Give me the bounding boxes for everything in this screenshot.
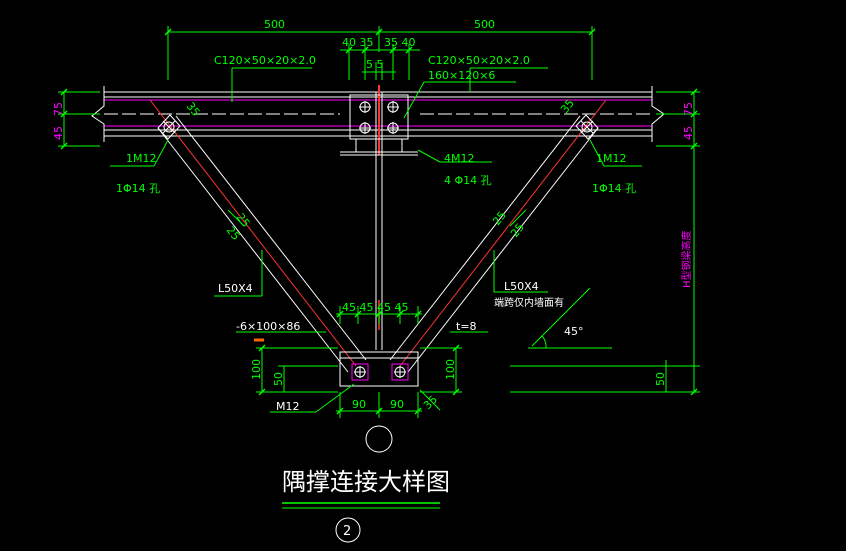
- dim-right-75: 75: [682, 102, 695, 116]
- top-bolt-holes: [359, 101, 399, 134]
- detail-number-circle: [335, 517, 361, 543]
- dimension-ticks: [60, 28, 698, 415]
- label-beam-height: H型钢梁高度: [680, 230, 693, 288]
- label-plate-bottom: -6×100×86: [236, 320, 300, 333]
- magenta-texts: 75 45 75 45 H型钢梁高度: [52, 102, 695, 288]
- section-marker-circle: [365, 425, 393, 453]
- dim-left-45: 45: [52, 126, 65, 140]
- right-corner-bolt: [575, 114, 599, 140]
- label-plate-top: 160×120×6: [428, 69, 495, 82]
- dimension-lines: [58, 26, 700, 418]
- dim-bottom-90l: 90: [352, 398, 366, 411]
- detail-number: 2: [343, 524, 351, 539]
- label-bolt-left: 1M12: [126, 152, 157, 165]
- dim-right-50: 50: [654, 372, 667, 386]
- bottom-plate: [339, 351, 419, 387]
- dim-brace-25b: 25: [224, 224, 243, 243]
- left-corner-bolt: [157, 114, 181, 140]
- dim-right-45: 45: [682, 126, 695, 140]
- label-texts-white: L50X4 L50X4 端跨仅内墙面有 -6×100×86 t=8 M12: [218, 280, 564, 413]
- dim-top-right: 500: [474, 18, 495, 31]
- break-mark-left: [91, 86, 105, 142]
- dim-left-50: 50: [272, 372, 285, 386]
- dim-center-5: 5 5: [366, 58, 384, 71]
- label-hole-left: 1Φ14 孔: [116, 182, 160, 195]
- drawing-title: 隅撑连接大样图: [282, 468, 450, 496]
- dimension-texts: 500 500 40 35 35 40 5 5 45 45 45 45 90 9…: [184, 18, 667, 412]
- label-purlin-left: C120×50×20×2.0: [214, 54, 316, 67]
- label-bolt-bottom: M12: [276, 400, 300, 413]
- dim-angle-35: 35: [421, 393, 440, 412]
- brace-right: [389, 99, 607, 373]
- dim-corner-35l: 35: [184, 100, 203, 119]
- label-angle-right: L50X4: [504, 280, 539, 293]
- center-column: [375, 85, 383, 350]
- dim-brace-25d: 25: [508, 221, 527, 240]
- dim-left-100: 100: [250, 359, 263, 380]
- dim-brace-25c: 25: [490, 209, 509, 228]
- brace-left: [149, 99, 367, 373]
- label-angle-left: L50X4: [218, 282, 253, 295]
- label-purlin-right: C120×50×20×2.0: [428, 54, 530, 67]
- dim-left-75: 75: [52, 102, 65, 116]
- label-plate-t: t=8: [456, 320, 477, 333]
- bottom-bolt-holes: [351, 363, 409, 381]
- dim-bottom-90r: 90: [390, 398, 404, 411]
- dim-angle-45: 45°: [564, 325, 584, 338]
- label-angle-note: 端跨仅内墙面有: [494, 296, 564, 309]
- label-holes-top: 4 Φ14 孔: [444, 174, 492, 187]
- dim-top-mid: 40 35 35 40: [342, 36, 415, 49]
- top-connection-plate: [340, 94, 418, 156]
- label-bolts-top: 4M12: [444, 152, 475, 165]
- dim-right-100: 100: [444, 359, 457, 380]
- label-texts-green: C120×50×20×2.0 C120×50×20×2.0 160×120×6 …: [116, 54, 636, 195]
- dim-top-left: 500: [264, 18, 285, 31]
- label-hole-right: 1Φ14 孔: [592, 182, 636, 195]
- label-bolt-right: 1M12: [596, 152, 627, 165]
- dim-bottom-45s: 45 45 45 45: [342, 301, 408, 314]
